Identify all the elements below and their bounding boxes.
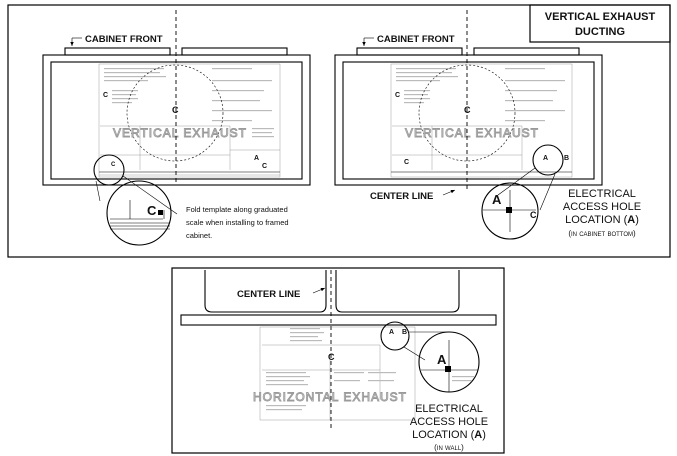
left-template-ghost-text: VERTICAL EXHAUST <box>113 126 247 140</box>
left-letter-a: A <box>254 155 259 162</box>
bottom-center-line-label: CENTER LINE <box>237 289 300 300</box>
right-access-sub: (in cabinet bottom) <box>568 229 636 238</box>
title-line-2: DUCTING <box>575 26 625 38</box>
right-small-zoom-a: A <box>543 155 548 162</box>
left-small-zoom-c: C <box>111 162 116 168</box>
right-cabinet: CABINET FRONT VERTICAL EXHAUST C C C <box>334 10 603 190</box>
bottom-letter-centerline: C <box>328 352 335 362</box>
bottom-small-zoom-a: A <box>389 329 394 336</box>
bottom-letter-b: B <box>402 329 407 336</box>
right-template-ghost-text: VERTICAL EXHAUST <box>405 126 539 140</box>
fold-note: Fold template along graduated scale when… <box>186 205 289 240</box>
bottom-big-zoom-a: A <box>437 352 447 367</box>
left-cabinet: CABINET FRONT VERTICAL EXHAUST C C A <box>42 10 311 186</box>
left-letter-c1: C <box>103 92 108 99</box>
left-letter-c2: C <box>262 163 267 170</box>
title-box: VERTICAL EXHAUST DUCTING <box>529 4 671 43</box>
right-letter-c1: C <box>395 92 400 99</box>
right-big-zoom-c: C <box>530 210 537 220</box>
right-magnifier: A B A C <box>481 144 569 240</box>
right-letter-b: B <box>564 155 569 162</box>
right-center-line-callout: CENTER LINE <box>370 189 456 202</box>
left-big-zoom-c: C <box>147 203 157 218</box>
title-line-1: VERTICAL EXHAUST <box>545 11 656 23</box>
right-letter-centerline: C <box>464 105 471 115</box>
right-big-zoom-a: A <box>492 192 502 207</box>
bottom-cabinet: CENTER LINE <box>180 270 497 430</box>
right-access-line3: LOCATION (A) <box>565 214 639 226</box>
left-cabinet-front-label: CABINET FRONT <box>85 34 163 45</box>
bottom-access-line1: ELECTRICAL <box>415 403 483 415</box>
right-letter-c2: C <box>404 159 409 166</box>
right-access-line1: ELECTRICAL <box>568 188 636 200</box>
right-cabinet-front-label: CABINET FRONT <box>377 34 455 45</box>
bottom-access-line2: ACCESS HOLE <box>410 416 488 428</box>
top-frame <box>7 4 671 258</box>
fold-note-line1: Fold template along graduated <box>186 205 288 214</box>
left-letter-centerline: C <box>172 105 179 115</box>
right-center-line-label: CENTER LINE <box>370 191 433 202</box>
left-template-fineprint <box>104 68 274 138</box>
fold-note-line2: scale when installing to framed <box>186 218 289 227</box>
right-template-fineprint <box>396 68 565 122</box>
bottom-access-line3: LOCATION (A) <box>412 429 486 441</box>
right-access-line2: ACCESS HOLE <box>563 201 641 213</box>
right-access-label: ELECTRICAL ACCESS HOLE LOCATION (A) (in … <box>563 188 641 238</box>
bottom-magnifier: A B A <box>380 321 480 393</box>
bottom-template-fineprint <box>266 328 396 411</box>
bottom-template: C HORIZONTAL EXHAUST <box>253 326 416 421</box>
bottom-template-ghost-text: HORIZONTAL EXHAUST <box>253 390 407 404</box>
bottom-access-label: ELECTRICAL ACCESS HOLE LOCATION (A) (in … <box>410 403 488 452</box>
bottom-frame <box>171 267 505 454</box>
fold-note-line3: cabinet. <box>186 231 212 240</box>
bottom-access-sub: (in wall) <box>434 443 464 452</box>
left-magnifier: C C <box>93 154 178 246</box>
